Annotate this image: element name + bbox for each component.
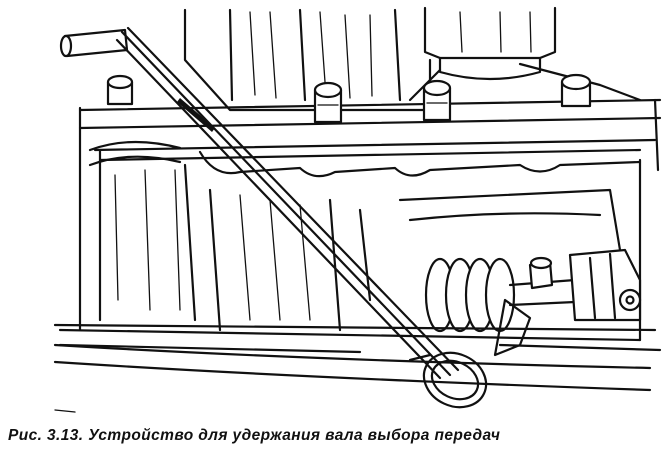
selector-mechanism (398, 158, 642, 357)
gearbox-illustration (53, 6, 662, 413)
housing-flange (78, 73, 662, 178)
tool-ring (408, 351, 488, 409)
holding-tool (59, 26, 488, 409)
spring (424, 257, 516, 333)
left-housing (58, 106, 642, 354)
bolt-center-left (313, 81, 343, 124)
bolt-center-right (422, 79, 452, 122)
base-rails (53, 323, 662, 413)
figure-caption: Рис. 3.13. Устройство для удержания вала… (8, 427, 501, 444)
bolt-right (560, 73, 592, 108)
bolt-left (106, 74, 134, 106)
